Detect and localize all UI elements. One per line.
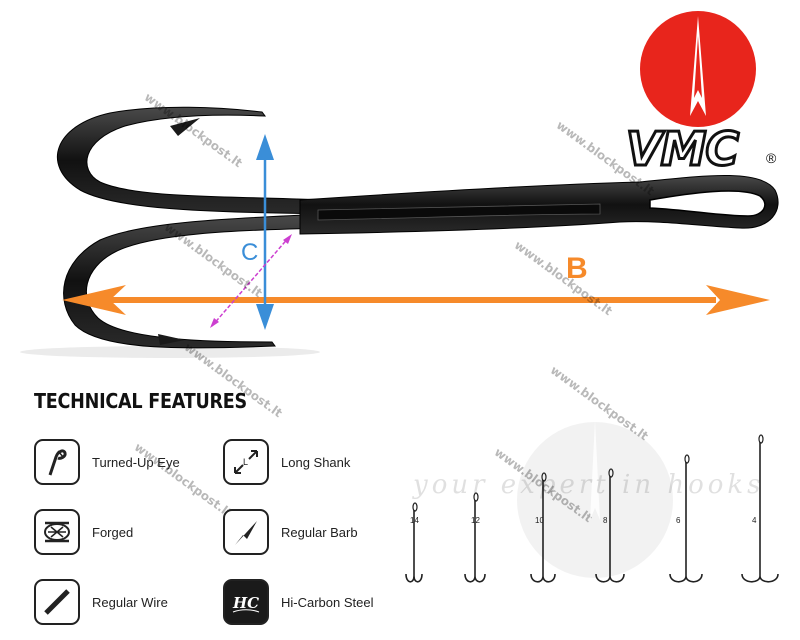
- size-label: 6: [676, 516, 681, 525]
- feature-regular-barb: Regular Barb: [223, 509, 358, 555]
- size-label: 4: [752, 516, 757, 525]
- size-label: 14: [410, 516, 419, 525]
- regular-wire-icon: [34, 579, 80, 625]
- size-hook-eye: [541, 472, 547, 482]
- hi-carbon-steel-icon: HC: [223, 579, 269, 625]
- registered-mark: ®: [766, 150, 777, 166]
- dimension-b-arrow: [62, 285, 770, 315]
- size-hook-eye: [684, 454, 690, 464]
- svg-text:L: L: [243, 457, 248, 467]
- feature-label: Regular Barb: [281, 524, 358, 540]
- wire-gap-line: [210, 234, 292, 328]
- feature-turned-up-eye: Turned-Up Eye: [34, 439, 180, 485]
- size-hook-eye: [608, 468, 614, 478]
- brand-name: VMC: [624, 121, 740, 178]
- turned-up-eye-icon: [34, 439, 80, 485]
- long-shank-icon: L: [223, 439, 269, 485]
- size-label: 8: [603, 516, 608, 525]
- feature-label: Regular Wire: [92, 594, 168, 610]
- watermark-slogan: your expert in hooks: [413, 470, 765, 500]
- dimension-b-label: B: [566, 252, 588, 285]
- size-hook-eye: [758, 434, 764, 444]
- size-hook-eye: [473, 492, 479, 502]
- vmc-logo: [640, 11, 756, 127]
- feature-regular-wire: Regular Wire: [34, 579, 168, 625]
- regular-barb-icon: [223, 509, 269, 555]
- feature-label: Turned-Up Eye: [92, 454, 180, 470]
- hook-eye: [649, 190, 766, 217]
- dimension-c-arrow: [256, 134, 274, 330]
- feature-label: Forged: [92, 524, 134, 540]
- size-hook-14: [405, 510, 423, 583]
- size-hook-6: [669, 462, 703, 583]
- forged-icon: [34, 509, 80, 555]
- size-hook-4: [741, 442, 779, 583]
- size-hook-10: [530, 480, 556, 583]
- size-label: 10: [535, 516, 544, 525]
- lower-hook-bend: [63, 213, 331, 349]
- svg-text:HC: HC: [232, 594, 259, 612]
- size-hook-8: [595, 476, 625, 583]
- size-label: 12: [471, 516, 480, 525]
- feature-label: Long Shank: [281, 454, 351, 470]
- size-hook-eye: [412, 502, 418, 512]
- technical-features-title: TECHNICAL FEATURES: [34, 389, 247, 413]
- hook-shank: [299, 175, 779, 235]
- size-watermark-disc: [517, 420, 673, 578]
- size-hooks: [405, 434, 779, 583]
- feature-forged: Forged: [34, 509, 133, 555]
- size-hook-12: [464, 500, 486, 583]
- feature-label: Hi-Carbon Steel: [281, 594, 374, 610]
- hook-diagram: [20, 106, 779, 358]
- hook-size-chart: 14 12 10 8 6 4: [400, 400, 800, 640]
- feature-long-shank: L Long Shank: [223, 439, 350, 485]
- feature-hi-carbon-steel: HC Hi-Carbon Steel: [223, 579, 374, 625]
- dimension-c-label: C: [241, 239, 259, 266]
